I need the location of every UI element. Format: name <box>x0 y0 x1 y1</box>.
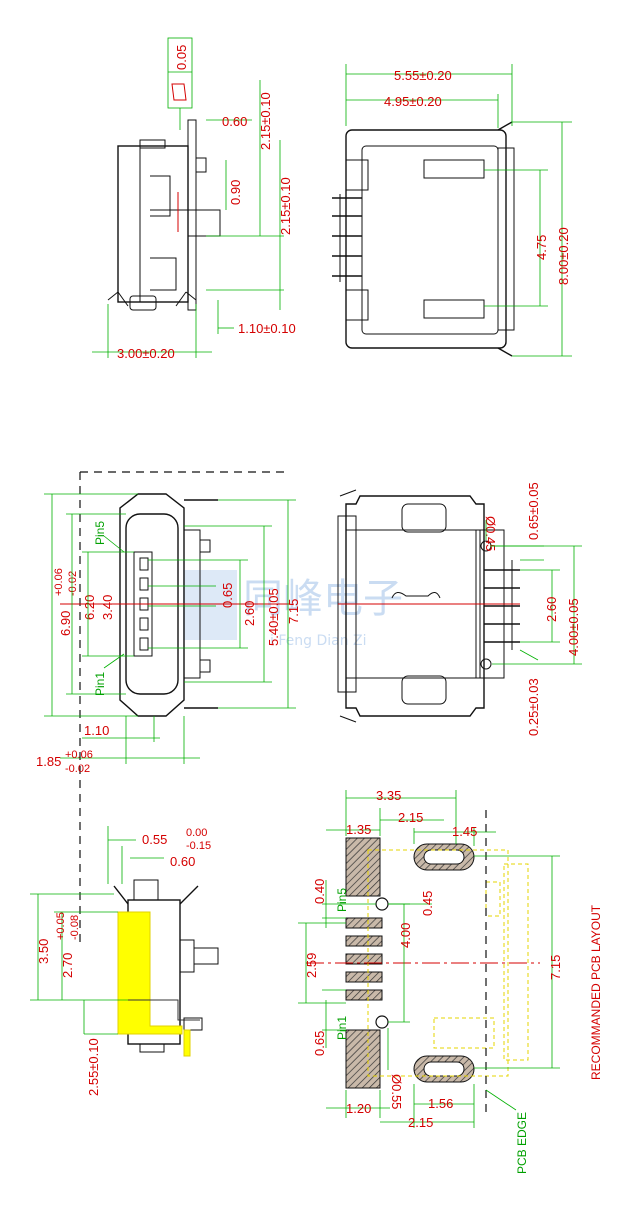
side-dim-215a: 2.15±0.10 <box>258 92 273 150</box>
top-view: 5.55±0.20 4.95±0.20 4.75 8.00±0.20 <box>332 64 572 357</box>
side-dim-060: 0.60 <box>222 114 247 129</box>
front-dim-690-minus: -0.02 <box>67 571 79 596</box>
side-view: 0.05 0.60 2.15±0.10 0.90 2.15±0.10 1.10±… <box>92 37 296 361</box>
section-dim-270-minus: -0.08 <box>69 915 81 940</box>
front-dim-540: 5.40±0.05 <box>266 588 281 646</box>
pcb-pin1-label: Pin1 <box>335 1016 349 1040</box>
section-view: 0.55 0.00 -0.15 0.60 3.50 2.70 +0.05 -0.… <box>30 826 219 1096</box>
section-highlight <box>117 911 183 1035</box>
pcb-dim-400: 4.00 <box>398 923 413 948</box>
back-phi045: Ø0.45 <box>483 516 498 551</box>
pcb-pin5-label: Pin5 <box>335 888 349 912</box>
front-dim-260: 2.60 <box>242 601 257 626</box>
front-dim-715: 7.15 <box>286 599 301 624</box>
section-dim-055: 0.55 <box>142 832 167 847</box>
pcb-hole-bottom <box>375 1015 389 1029</box>
pcb-layout-title: RECOMMANDED PCB LAYOUT <box>589 904 603 1080</box>
pcb-dim-215b: 2.15 <box>408 1115 433 1130</box>
front-pin1-label: Pin1 <box>93 672 107 696</box>
pcb-pad-top-large <box>345 837 381 897</box>
pcb-hole-top <box>375 897 389 911</box>
front-dim-185: 1.85 <box>36 754 61 769</box>
pcb-dim-156: 1.56 <box>428 1096 453 1111</box>
projection-line <box>79 471 290 948</box>
section-dim-060: 0.60 <box>170 854 195 869</box>
watermark-logo <box>183 570 237 640</box>
front-view: 6.90 +0.06 -0.02 6.20 3.40 Pin5 Pin1 0.6… <box>36 493 301 775</box>
back-view: Ø0.45 0.65±0.05 2.60 4.00±0.05 0.25±0.03 <box>337 482 582 736</box>
back-dim-065: 0.65±0.05 <box>526 482 541 540</box>
section-dim-055-minus: -0.15 <box>186 840 211 852</box>
front-dim-620: 6.20 <box>82 595 97 620</box>
pcb-layout: 3.35 2.15 1.35 1.45 0.40 Pin5 0.45 2.59 … <box>298 788 603 1174</box>
pcb-dim-145: 1.45 <box>452 824 477 839</box>
section-dim-270-plus: +0.05 <box>55 912 67 940</box>
front-dim-065: 0.65 <box>220 583 235 608</box>
back-dim-260: 2.60 <box>544 597 559 622</box>
pcb-dim-120: 1.20 <box>346 1101 371 1116</box>
side-dim-090: 0.90 <box>228 180 243 205</box>
pcb-pad-1 <box>345 989 383 1001</box>
section-dim-255: 2.55±0.10 <box>86 1038 101 1096</box>
front-pin5-label: Pin5 <box>93 521 107 545</box>
front-dim-185-minus: -0.02 <box>65 763 90 775</box>
back-dim-025: 0.25±0.03 <box>526 678 541 736</box>
pcb-phi-055: Ø0.55 <box>389 1074 404 1109</box>
watermark-sub: i Feng Dian Zi <box>270 633 367 649</box>
front-dim-185-plus: +0.06 <box>65 749 93 761</box>
pcb-dim-135: 1.35 <box>346 822 371 837</box>
front-dim-110: 1.10 <box>84 723 109 738</box>
side-dim-215b: 2.15±0.10 <box>278 177 293 235</box>
pcb-dim-335: 3.35 <box>376 788 401 803</box>
pcb-dim-259: 2.59 <box>304 953 319 978</box>
section-dim-055-plus: 0.00 <box>186 827 207 839</box>
pcb-dim-215a: 2.15 <box>398 810 423 825</box>
top-dim-800: 8.00±0.20 <box>556 227 571 285</box>
pcb-dim-045: 0.45 <box>420 891 435 916</box>
pcb-dim-065: 0.65 <box>312 1031 327 1056</box>
side-dim-110: 1.10±0.10 <box>238 321 296 336</box>
pcb-pad-bottom-large <box>345 1029 381 1089</box>
watermark-brand: 同峰电子 <box>243 576 403 622</box>
top-dim-495: 4.95±0.20 <box>384 94 442 109</box>
watermark: 同峰电子 i Feng Dian Zi <box>183 570 403 649</box>
pcb-pad-5 <box>345 917 383 929</box>
pcb-pad-3 <box>345 953 383 965</box>
pcb-pad-4 <box>345 935 383 947</box>
top-dim-555: 5.55±0.20 <box>394 68 452 83</box>
back-dim-400: 4.00±0.05 <box>566 598 581 656</box>
pcb-dim-715: 7.15 <box>548 955 563 980</box>
section-dim-270: 2.70 <box>60 953 75 978</box>
section-dim-350: 3.50 <box>36 939 51 964</box>
side-dim-300: 3.00±0.20 <box>117 346 175 361</box>
pcb-dim-040: 0.40 <box>312 879 327 904</box>
pcb-edge-label: PCB EDGE <box>515 1112 529 1174</box>
flatness-value: 0.05 <box>174 45 189 70</box>
front-dim-340: 3.40 <box>100 595 115 620</box>
top-dim-475: 4.75 <box>534 235 549 260</box>
pcb-pad-2 <box>345 971 383 983</box>
front-dim-690-plus: +0.06 <box>53 568 65 596</box>
front-dim-690: 6.90 <box>58 611 73 636</box>
